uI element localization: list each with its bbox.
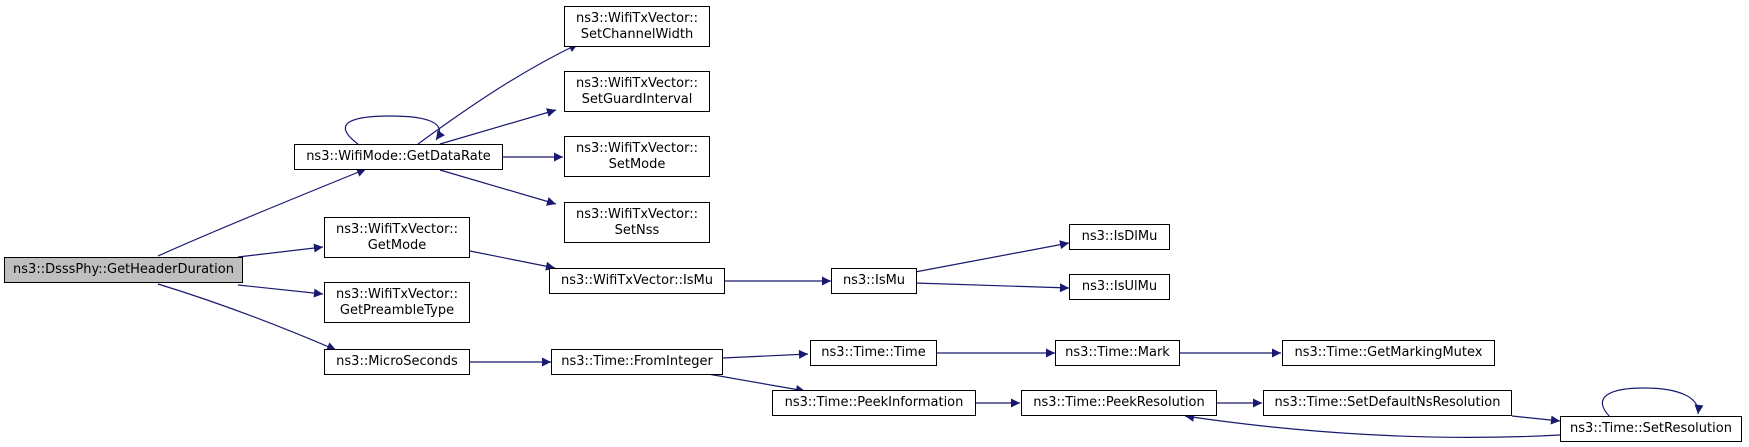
node-ismu-label: ns3::IsMu <box>842 273 906 288</box>
node-wifiismu-label: ns3::WifiTxVector::IsMu <box>560 273 714 288</box>
edge-root-getmode <box>237 243 324 258</box>
node-isdlmu[interactable]: ns3::IsDlMu <box>1069 224 1170 250</box>
node-setmode-label: ns3::WifiTxVector:: SetMode <box>575 140 698 172</box>
node-setguardinterval[interactable]: ns3::WifiTxVector:: SetGuardInterval <box>564 71 710 112</box>
node-setdefaultnsresolution-label: ns3::Time::SetDefaultNsResolution <box>1274 395 1501 410</box>
node-frominteger-label: ns3::Time::FromInteger <box>561 354 713 369</box>
edge-getmode-wifiismu <box>469 250 556 271</box>
node-getpreambletype-label: ns3::WifiTxVector:: GetPreambleType <box>335 286 458 318</box>
edge-getdatarate-setchannelwidth <box>417 43 579 145</box>
edge-ismu-isulmu <box>914 282 1070 293</box>
node-setmode[interactable]: ns3::WifiTxVector:: SetMode <box>564 136 710 177</box>
node-isulmu-label: ns3::IsUlMu <box>1081 279 1158 294</box>
node-setdefaultnsresolution[interactable]: ns3::Time::SetDefaultNsResolution <box>1263 390 1512 416</box>
node-peekresolution-label: ns3::Time::PeekResolution <box>1033 395 1205 410</box>
node-setnss-label: ns3::WifiTxVector:: SetNss <box>575 206 698 238</box>
edge-frominteger-peekinformation <box>707 373 806 394</box>
node-setchannelwidth[interactable]: ns3::WifiTxVector:: SetChannelWidth <box>564 6 710 47</box>
node-root: ns3::DsssPhy::GetHeaderDuration <box>4 257 243 283</box>
node-setresolution[interactable]: ns3::Time::SetResolution <box>1560 416 1742 442</box>
edge-getdatarate-setnss <box>439 169 557 206</box>
edge-frominteger-time <box>722 349 809 359</box>
node-setnss[interactable]: ns3::WifiTxVector:: SetNss <box>564 202 710 243</box>
node-time[interactable]: ns3::Time::Time <box>810 340 937 366</box>
edge-setresolution-peekresolution <box>1184 412 1561 438</box>
node-getmode-label: ns3::WifiTxVector:: GetMode <box>335 221 458 253</box>
node-setchannelwidth-label: ns3::WifiTxVector:: SetChannelWidth <box>575 10 698 42</box>
node-frominteger[interactable]: ns3::Time::FromInteger <box>551 349 723 375</box>
node-microseconds-label: ns3::MicroSeconds <box>336 354 458 369</box>
node-time-label: ns3::Time::Time <box>821 345 926 360</box>
node-getdatarate[interactable]: ns3::WifiMode::GetDataRate <box>294 144 503 170</box>
edge-setresolution-self <box>1601 387 1704 418</box>
node-getdatarate-label: ns3::WifiMode::GetDataRate <box>306 149 491 164</box>
edge-root-microseconds <box>157 283 337 351</box>
node-mark[interactable]: ns3::Time::Mark <box>1055 340 1180 366</box>
edge-setdefaultnsresolution-setresolution <box>1511 415 1561 425</box>
node-getmode[interactable]: ns3::WifiTxVector:: GetMode <box>324 217 470 258</box>
edge-root-getdatarate <box>157 168 367 257</box>
node-isdlmu-label: ns3::IsDlMu <box>1081 229 1158 244</box>
node-getmarkingmutex-label: ns3::Time::GetMarkingMutex <box>1294 345 1483 360</box>
node-peekinformation[interactable]: ns3::Time::PeekInformation <box>772 390 976 416</box>
node-ismu[interactable]: ns3::IsMu <box>831 268 917 294</box>
node-mark-label: ns3::Time::Mark <box>1065 345 1170 360</box>
edge-root-getpreambletype <box>237 284 324 298</box>
node-getmarkingmutex[interactable]: ns3::Time::GetMarkingMutex <box>1282 340 1495 366</box>
node-isulmu[interactable]: ns3::IsUlMu <box>1069 274 1170 300</box>
edge-ismu-isdlmu <box>914 240 1070 273</box>
node-setresolution-label: ns3::Time::SetResolution <box>1570 421 1732 436</box>
node-setguardinterval-label: ns3::WifiTxVector:: SetGuardInterval <box>575 75 698 107</box>
node-wifiismu[interactable]: ns3::WifiTxVector::IsMu <box>549 268 725 294</box>
node-peekinformation-label: ns3::Time::PeekInformation <box>784 395 964 410</box>
node-microseconds[interactable]: ns3::MicroSeconds <box>324 349 470 375</box>
node-getpreambletype[interactable]: ns3::WifiTxVector:: GetPreambleType <box>324 282 470 323</box>
edge-getdatarate-setguardinterval <box>439 108 557 145</box>
node-root-label: ns3::DsssPhy::GetHeaderDuration <box>13 262 234 277</box>
node-peekresolution[interactable]: ns3::Time::PeekResolution <box>1021 390 1217 416</box>
edge-getdatarate-self <box>344 115 445 145</box>
